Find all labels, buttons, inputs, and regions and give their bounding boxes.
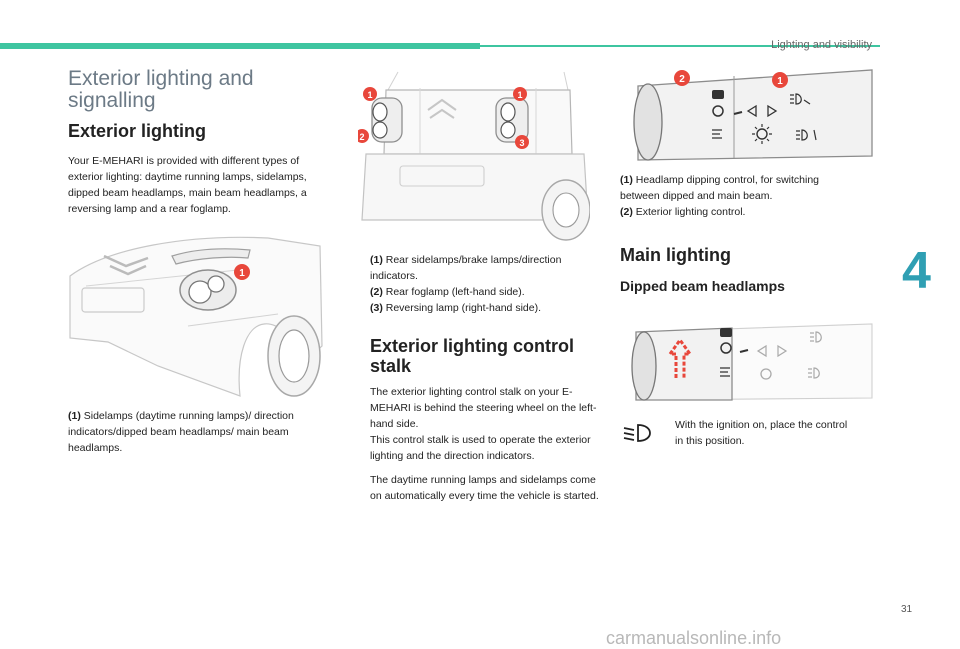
rear-captions: (1) Rear sidelamps/brake lamps/direction…: [370, 252, 600, 316]
control-paragraph-1b: This control stalk is used to operate th…: [370, 434, 591, 462]
main-lighting-heading: Main lighting: [620, 245, 731, 265]
section-title: Exterior lighting and signalling: [68, 67, 254, 112]
callout-3-rear: [515, 135, 529, 149]
position-marker-icon-2: [739, 349, 749, 353]
rear-caption-2: (2) Rear foglamp (left-hand side).: [370, 286, 525, 298]
rear-car-illustration: 1 2 1 3: [358, 71, 590, 241]
daytime-lamp-icon: [756, 128, 768, 140]
off-position-icon: [712, 105, 724, 117]
main-beam-icon-2: [810, 331, 822, 343]
rear-caption-1: (1) Rear sidelamps/brake lamps/direction…: [370, 254, 562, 282]
control-paragraph-2: The daytime running lamps and sidelamps …: [370, 474, 599, 502]
ignition-instruction: With the ignition on, place the control …: [675, 419, 848, 447]
callout-2-rear: [358, 129, 369, 143]
position-marker-icon: [733, 111, 743, 115]
sidelamps-icon: [712, 129, 722, 139]
chapter-number: 4: [902, 242, 931, 300]
stalk-captions: (1) Headlamp dipping control, for switch…: [620, 172, 860, 220]
callout-1-stalk-label: 1: [777, 76, 783, 87]
callout-2-stalk: [674, 70, 690, 86]
callout-3-rear-label: 3: [519, 138, 524, 148]
auto-lamps-icon: [712, 90, 724, 99]
header-title: Lighting and visibility: [771, 39, 872, 51]
auto-lamps-icon-2: [720, 328, 732, 337]
callout-1-front-label: 1: [239, 268, 245, 279]
sidelamps-icon-2: [720, 367, 730, 377]
rear-caption-3: (3) Reversing lamp (right-hand side).: [370, 302, 541, 314]
callout-2-rear-label: 2: [359, 132, 364, 142]
dipped-beam-symbol-icon: [623, 424, 651, 442]
stalk-caption-1: (1) Headlamp dipping control, for switch…: [620, 174, 820, 202]
watermark: carmanualsonline.info: [606, 628, 782, 648]
callout-1-stalk: [772, 72, 788, 88]
callout-1-rear-left: [363, 87, 377, 101]
control-paragraph-1a: The exterior lighting control stalk on y…: [370, 386, 597, 430]
header-accent-bar: [0, 43, 480, 49]
stalk-caption-2: (2) Exterior lighting control.: [620, 206, 746, 218]
main-beam-icon: [790, 93, 802, 105]
exterior-intro: Your E-MEHARI is provided with different…: [68, 155, 307, 215]
callout-1-rear-right: [513, 87, 527, 101]
front-car-illustration: 1: [69, 236, 323, 397]
front-caption-number: (1): [68, 410, 81, 422]
front-caption-text: Sidelamps (daytime running lamps)/ direc…: [68, 410, 294, 454]
dipped-beam-heading: Dipped beam headlamps: [620, 278, 785, 294]
control-stalk-heading: Exterior lighting control stalk: [370, 336, 575, 376]
dipped-beam-icon-2: [808, 367, 820, 379]
dipped-beam-icon: [796, 129, 808, 141]
direction-arrows-icon-2: [756, 344, 788, 358]
header-rule: [480, 45, 880, 47]
front-caption: (1) Sidelamps (daytime running lamps)/ d…: [68, 408, 318, 456]
exterior-lighting-heading: Exterior lighting: [68, 121, 207, 141]
dipped-beam-stalk-illustration: [631, 323, 873, 401]
off-position-icon-2: [720, 342, 732, 354]
control-paragraph-1: The exterior lighting control stalk on y…: [370, 384, 602, 464]
callout-2-stalk-label: 2: [679, 74, 685, 85]
callout-1-rear-right-label: 1: [517, 90, 522, 100]
daytime-lamp-icon-2: [760, 368, 772, 380]
direction-arrows-icon: [746, 104, 778, 118]
callout-1-rear-left-label: 1: [367, 90, 372, 100]
page-number: 31: [901, 604, 913, 615]
rotate-up-arrow-icon: [667, 337, 693, 378]
callout-1-front: [234, 264, 250, 280]
lighting-stalk-illustration: 1 2: [633, 69, 873, 161]
